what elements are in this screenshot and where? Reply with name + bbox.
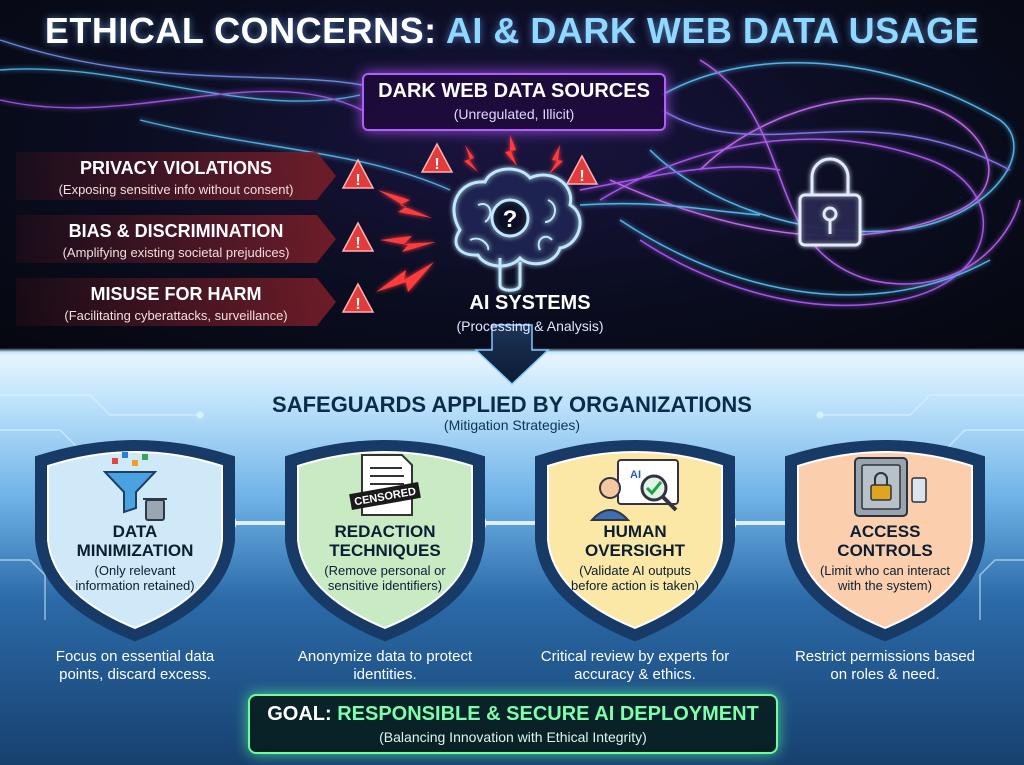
shield-title-line1: DATA	[112, 522, 158, 541]
brain-icon	[452, 167, 582, 292]
padlock-icon	[798, 157, 862, 247]
caption-human-oversight: Critical review by experts for accuracy …	[540, 648, 730, 683]
censored-document-icon	[349, 454, 421, 516]
shield-title-line2: CONTROLS	[837, 541, 933, 560]
shield-desc: (Validate AI outputs before action is ta…	[571, 563, 699, 593]
shield-data-minimization	[35, 440, 235, 642]
goal-accent: RESPONSIBLE & SECURE AI DEPLOYMENT	[337, 703, 759, 725]
shield-title-line2: TECHNIQUES	[329, 541, 441, 560]
title-accent: AI & DARK WEB DATA USAGE	[445, 10, 980, 51]
goal-subtitle: (Balancing Innovation with Ethical Integ…	[379, 729, 647, 745]
vault-lock-icon	[854, 457, 927, 517]
brain-question-mark: ?	[503, 206, 518, 233]
shield-desc: (Remove personal or sensitive identifier…	[324, 563, 446, 593]
down-arrow-icon	[474, 324, 550, 386]
goal-box: GOAL: RESPONSIBLE & SECURE AI DEPLOYMENT…	[248, 694, 778, 754]
screen-ai-label: AI	[630, 469, 641, 481]
caption-redaction-techniques: Anonymize data to protect identities.	[297, 648, 473, 683]
risk-privacy-violations: PRIVACY VIOLATIONS (Exposing sensitive i…	[16, 152, 336, 200]
shield-title-line2: OVERSIGHT	[584, 541, 686, 560]
ai-systems-subtitle: (Processing & Analysis)	[456, 318, 604, 334]
shield-title-line1: HUMAN	[603, 522, 667, 541]
dark-web-sources-box: DARK WEB DATA SOURCES (Unregulated, Illi…	[362, 73, 666, 131]
svg-text:!: !	[579, 168, 584, 185]
goal-title: GOAL: RESPONSIBLE & SECURE AI DEPLOYMENT	[250, 703, 776, 726]
risk-subtitle: (Amplifying existing societal prejudices…	[62, 245, 290, 260]
ai-systems-label: AI SYSTEMS (Processing & Analysis)	[420, 292, 640, 334]
lightning-bolts	[376, 135, 563, 292]
risk-bias-discrimination: BIAS & DISCRIMINATION (Amplifying existi…	[16, 215, 336, 263]
safeguards-subtitle: (Mitigation Strategies)	[443, 417, 581, 433]
circuit-traces	[0, 394, 1024, 620]
dark-web-sources-title: DARK WEB DATA SOURCES	[378, 80, 650, 102]
shield-title-line1: ACCESS	[849, 522, 921, 541]
data-streams	[0, 39, 451, 191]
page-title: ETHICAL CONCERNS: AI & DARK WEB DATA USA…	[0, 10, 1024, 52]
shield-text-data-minimization: DATA MINIMIZATION (Only relevant informa…	[65, 522, 205, 593]
reviewer-icon	[589, 459, 679, 521]
risk-subtitle: (Exposing sensitive info without consent…	[58, 182, 294, 197]
risk-title: BIAS & DISCRIMINATION	[68, 221, 284, 241]
svg-text:!: !	[355, 235, 360, 252]
goal-prefix: GOAL:	[267, 703, 332, 725]
funnel-trash-icon	[102, 452, 167, 521]
safeguards-title: SAFEGUARDS APPLIED BY ORGANIZATIONS	[272, 392, 752, 417]
shield-desc: (Limit who can interact with the system)	[819, 563, 951, 593]
shield-redaction-techniques	[285, 440, 485, 642]
warning-icons: ! ! ! ! !	[341, 142, 599, 313]
title-prefix: ETHICAL CONCERNS:	[44, 10, 437, 51]
shield-text-redaction-techniques: REDACTION TECHNIQUES (Remove personal or…	[315, 522, 455, 593]
risk-subtitle: (Facilitating cyberattacks, surveillance…	[64, 308, 288, 323]
svg-text:!: !	[355, 296, 360, 313]
shield-access-controls	[785, 440, 985, 642]
shield-title-line2: MINIMIZATION	[76, 541, 194, 560]
ai-systems-title: AI SYSTEMS	[469, 292, 591, 314]
shield-text-human-oversight: HUMAN OVERSIGHT (Validate AI outputs bef…	[565, 522, 705, 593]
shield-desc: (Only relevant information retained)	[75, 563, 195, 593]
svg-text:!: !	[355, 172, 360, 189]
tangled-web	[579, 59, 1021, 307]
shield-title-line1: REDACTION	[334, 522, 436, 541]
risk-misuse-for-harm: MISUSE FOR HARM (Facilitating cyberattac…	[16, 278, 336, 326]
caption-data-minimization: Focus on essential data points, discard …	[55, 648, 215, 683]
risk-title: MISUSE FOR HARM	[90, 284, 262, 304]
risk-title: PRIVACY VIOLATIONS	[79, 158, 273, 178]
caption-access-controls: Restrict permissions based on roles & ne…	[794, 648, 976, 683]
shield-text-access-controls: ACCESS CONTROLS (Limit who can interact …	[815, 522, 955, 593]
dark-web-sources-subtitle: (Unregulated, Illicit)	[453, 106, 575, 122]
svg-text:!: !	[434, 156, 439, 173]
